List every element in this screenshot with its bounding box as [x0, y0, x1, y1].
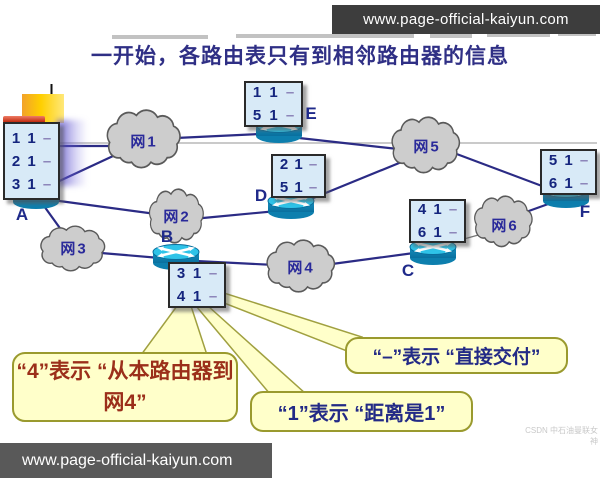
router-label-b: B	[160, 227, 174, 246]
distance: 1	[294, 156, 303, 173]
router-label-d: D	[254, 186, 268, 205]
dest-net: 2	[279, 156, 289, 173]
csdn-watermark: CSDN 中石油曼联女神	[525, 426, 598, 446]
link-b-net4	[194, 259, 277, 267]
distance: 1	[27, 129, 36, 147]
network-label-net5: 网5	[413, 138, 441, 156]
next-hop: –	[448, 224, 458, 241]
next-hop: –	[308, 179, 318, 196]
distance: 1	[433, 224, 442, 241]
network-label-net3: 网3	[60, 240, 88, 258]
distance: 1	[564, 152, 573, 169]
network-label-net6: 网6	[491, 217, 519, 235]
dest-net: 4	[417, 201, 427, 218]
dest-net: 3	[11, 175, 21, 193]
next-hop: –	[448, 201, 458, 218]
network-label-net2: 网2	[163, 208, 191, 226]
router-label-f: F	[579, 202, 591, 221]
callout-explain-dash: “–”表示 “直接交付”	[345, 337, 568, 374]
beam-to-callout-four	[139, 305, 209, 356]
links	[38, 132, 553, 267]
link-a-net3	[42, 204, 64, 233]
router-label-c: C	[401, 261, 415, 280]
link-c-net4	[330, 251, 416, 266]
distance: 1	[27, 152, 36, 170]
watermark-top: www.page-official-kaiyun.com	[332, 5, 600, 34]
distance: 1	[433, 201, 442, 218]
distance: 1	[27, 175, 36, 193]
next-hop: –	[579, 175, 589, 192]
slide-title: 一开始，各路由表只有到相邻路由器的信息	[91, 45, 509, 68]
router-label-e: E	[305, 104, 317, 123]
next-hop: –	[308, 156, 318, 173]
distance: 1	[192, 288, 202, 305]
dest-net: 6	[417, 224, 427, 241]
next-hop: –	[579, 152, 589, 169]
dest-net: 1	[11, 129, 21, 147]
link-b-net3	[99, 251, 162, 260]
network-label-net4: 网4	[287, 259, 315, 277]
dest-net: 1	[252, 84, 262, 101]
network-label-net1: 网1	[130, 133, 158, 151]
dest-net: 3	[176, 265, 186, 282]
link-e-net1	[174, 132, 262, 140]
watermark-bottom: www.page-official-kaiyun.com	[0, 443, 272, 478]
distance: 1	[269, 107, 278, 124]
distance: 1	[269, 84, 278, 101]
deco-red-bar	[3, 116, 45, 123]
distance: 1	[294, 179, 303, 196]
link-a-net2	[50, 198, 158, 216]
dest-net: 2	[11, 152, 21, 170]
link-e-net5	[297, 136, 400, 151]
distance: 1	[564, 175, 573, 192]
next-hop: –	[42, 129, 52, 147]
link-d-net2	[201, 209, 279, 220]
callout-explain-1: “1”表示 “距离是1”	[250, 391, 473, 432]
dest-net: 4	[176, 288, 186, 305]
distance: 1	[192, 265, 202, 282]
router-label-a: A	[15, 205, 29, 224]
dest-net: 5	[279, 179, 289, 196]
deco-dashes	[112, 32, 596, 39]
dest-net: 5	[548, 152, 558, 169]
callout-explain-4: “4”表示 “从本路由器到网4”	[12, 352, 238, 422]
next-hop: –	[285, 107, 295, 124]
dest-net: 5	[252, 107, 262, 124]
deco-purple-haze	[57, 120, 87, 186]
next-hop: –	[42, 152, 52, 170]
next-hop: –	[285, 84, 295, 101]
next-hop: –	[42, 175, 52, 193]
next-hop: –	[208, 288, 218, 305]
link-net5-f	[452, 151, 552, 191]
dest-net: 6	[548, 175, 558, 192]
next-hop: –	[208, 265, 218, 282]
